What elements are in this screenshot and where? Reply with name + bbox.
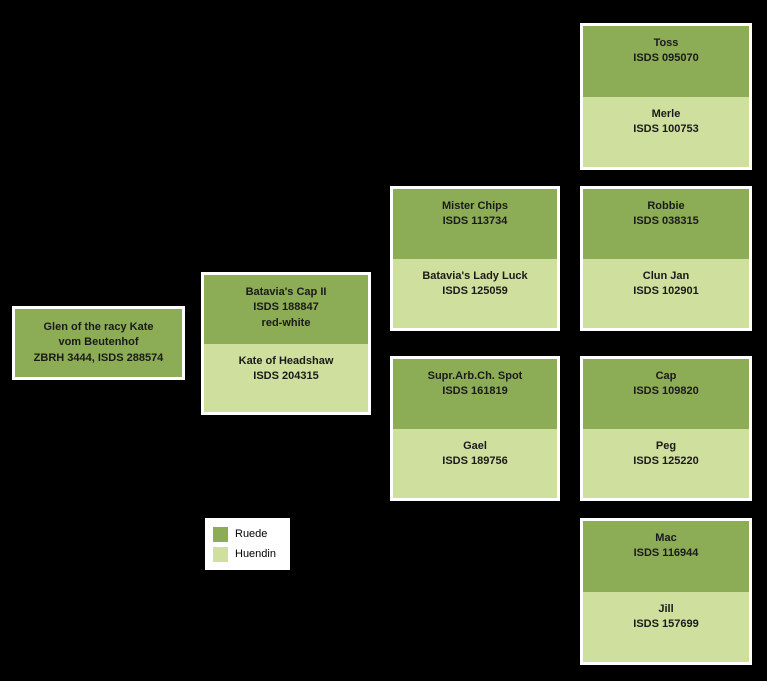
legend-row-female: Huendin bbox=[213, 546, 282, 562]
dog-reg: ISDS 188847 bbox=[253, 301, 319, 314]
pedigree-box-greatgrandparents-4: Mac ISDS 116944 Jill ISDS 157699 bbox=[580, 518, 752, 665]
dog-name: Merle bbox=[651, 107, 681, 120]
dog-cell-sire-dam-sire: Robbie ISDS 038315 bbox=[583, 189, 749, 259]
dog-name: Robbie bbox=[647, 200, 685, 212]
dog-reg: ISDS 125220 bbox=[633, 454, 699, 467]
male-color-swatch bbox=[213, 526, 228, 542]
dog-reg: ISDS 125059 bbox=[442, 284, 508, 297]
pedigree-box-greatgrandparents-1: Toss ISDS 095070 Merle ISDS 100753 bbox=[580, 23, 752, 170]
dog-reg: ISDS 189756 bbox=[442, 454, 508, 467]
dog-name: Mac bbox=[655, 532, 677, 544]
dog-cell-dam: Kate of Headshaw ISDS 204315 bbox=[204, 343, 368, 412]
dog-cell-sire-dam: Batavia's Lady Luck ISDS 125059 bbox=[393, 258, 557, 328]
pedigree-box-greatgrandparents-3: Cap ISDS 109820 Peg ISDS 125220 bbox=[580, 356, 752, 501]
dog-name: Mister Chips bbox=[441, 200, 508, 212]
dog-reg: ISDS 116944 bbox=[633, 547, 699, 560]
dog-name: Jill bbox=[658, 602, 674, 615]
dog-reg: ISDS 113734 bbox=[442, 215, 508, 228]
dog-cell-dam-dam-sire: Mac ISDS 116944 bbox=[583, 521, 749, 592]
dog-note: red-white bbox=[261, 316, 311, 329]
dog-reg: ISDS 204315 bbox=[253, 369, 319, 382]
dog-cell-subject: Glen of the racy Kate vom Beutenhof ZBRH… bbox=[15, 309, 182, 377]
pedigree-box-parents: Batavia's Cap II ISDS 188847 red-white K… bbox=[201, 272, 371, 415]
dog-name: Cap bbox=[655, 370, 677, 382]
dog-cell-sire-sire-sire: Toss ISDS 095070 bbox=[583, 26, 749, 97]
dog-reg: ISDS 109820 bbox=[633, 385, 699, 398]
dog-cell-sire: Batavia's Cap II ISDS 188847 red-white bbox=[204, 275, 368, 344]
dog-cell-dam-sire-dam: Peg ISDS 125220 bbox=[583, 428, 749, 498]
dog-reg: ZBRH 3444, ISDS 288574 bbox=[33, 351, 164, 364]
pedigree-box-greatgrandparents-2: Robbie ISDS 038315 Clun Jan ISDS 102901 bbox=[580, 186, 752, 331]
dog-cell-dam-dam-dam: Jill ISDS 157699 bbox=[583, 591, 749, 662]
dog-cell-dam-sire: Supr.Arb.Ch. Spot ISDS 161819 bbox=[393, 359, 557, 429]
dog-reg: ISDS 100753 bbox=[633, 122, 699, 135]
dog-cell-dam-dam: Gael ISDS 189756 bbox=[393, 428, 557, 498]
dog-name: Kate of Headshaw bbox=[238, 354, 334, 367]
dog-cell-sire-dam-dam: Clun Jan ISDS 102901 bbox=[583, 258, 749, 328]
dog-name: Peg bbox=[655, 439, 677, 452]
legend-male-label: Ruede bbox=[235, 527, 268, 540]
pedigree-box-subject: Glen of the racy Kate vom Beutenhof ZBRH… bbox=[12, 306, 185, 380]
pedigree-box-paternal-grandparents: Mister Chips ISDS 113734 Batavia's Lady … bbox=[390, 186, 560, 331]
legend-female-label: Huendin bbox=[235, 547, 276, 560]
dog-name: Clun Jan bbox=[642, 269, 690, 282]
dog-cell-sire-sire: Mister Chips ISDS 113734 bbox=[393, 189, 557, 259]
dog-name: Toss bbox=[653, 37, 679, 49]
legend: Ruede Huendin bbox=[205, 518, 290, 570]
dog-reg: ISDS 161819 bbox=[442, 385, 508, 398]
pedigree-box-maternal-grandparents: Supr.Arb.Ch. Spot ISDS 161819 Gael ISDS … bbox=[390, 356, 560, 501]
legend-row-male: Ruede bbox=[213, 526, 282, 542]
dog-name: Supr.Arb.Ch. Spot bbox=[427, 370, 523, 382]
dog-name: Glen of the racy Kate vom Beutenhof bbox=[43, 320, 154, 349]
dog-reg: ISDS 102901 bbox=[633, 284, 699, 297]
dog-cell-dam-sire-sire: Cap ISDS 109820 bbox=[583, 359, 749, 429]
dog-name: Gael bbox=[463, 439, 487, 452]
dog-cell-sire-sire-dam: Merle ISDS 100753 bbox=[583, 96, 749, 167]
dog-reg: ISDS 038315 bbox=[633, 215, 699, 228]
dog-name: Batavia's Lady Luck bbox=[422, 269, 528, 282]
dog-reg: ISDS 095070 bbox=[633, 52, 699, 65]
dog-reg: ISDS 157699 bbox=[633, 617, 699, 630]
dog-name: Batavia's Cap II bbox=[245, 286, 327, 298]
female-color-swatch bbox=[213, 546, 228, 562]
